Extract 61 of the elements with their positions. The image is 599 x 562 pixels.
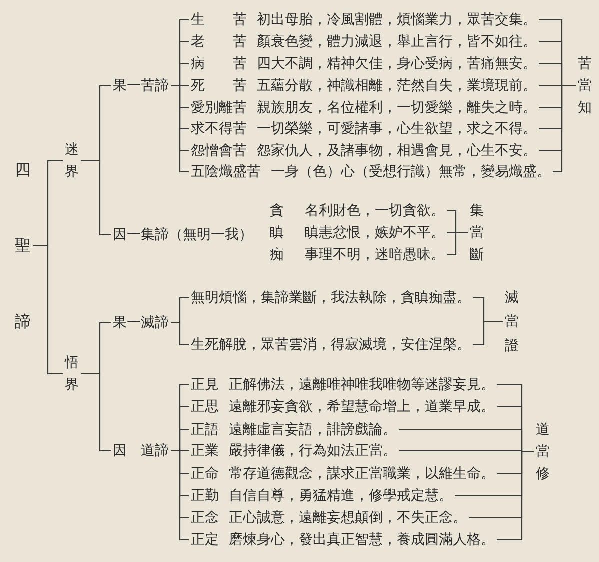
description-text: 嚴持律儀，行為如法正當。 bbox=[229, 443, 397, 459]
description-text: 初出母胎，冷風割體，煩惱業力，眾苦交集。 bbox=[257, 12, 537, 28]
description-text: 正心誠意，遠離妄想顛倒，不失正念。 bbox=[229, 510, 467, 526]
term-label: 正見 bbox=[191, 376, 219, 395]
vertical-heading-text: 苦當知 bbox=[578, 53, 592, 119]
vertical-heading-text: 悟界 bbox=[65, 352, 79, 396]
term-label: 正定 bbox=[191, 531, 219, 550]
vertical-heading-text: 集當斷 bbox=[470, 200, 484, 266]
description-text: 顏衰色變，體力減退，舉止言行，皆不如往。 bbox=[257, 34, 537, 50]
term-label: 正勤 bbox=[191, 487, 219, 506]
category-label: 因一集諦（無明一我） bbox=[113, 224, 253, 246]
term-label: 怨憎會苦 bbox=[191, 142, 247, 161]
term-label: 貪 bbox=[270, 202, 284, 221]
term-label: 求不得苦 bbox=[191, 120, 247, 139]
term-label: 正語 bbox=[191, 421, 219, 440]
bracket-line bbox=[553, 85, 576, 173]
bracket-line bbox=[81, 373, 111, 452]
term-label: 老苦 bbox=[191, 33, 247, 52]
category-label: 因 道諦 bbox=[113, 440, 169, 462]
description-text: 怨家仇人，及諸事物，相遇會見，心生不安。 bbox=[257, 143, 537, 159]
category-label: 果一苦諦 bbox=[113, 75, 169, 97]
bracket-line bbox=[447, 232, 468, 256]
vertical-heading-text: 滅當證 bbox=[505, 286, 519, 358]
term-label: 正業 bbox=[191, 442, 219, 461]
description-text: 一切榮樂，可愛諸事，心生欲望，求之不得。 bbox=[257, 121, 537, 137]
bracket-line bbox=[497, 451, 534, 541]
description-text: 磨煉身心，發出真正智慧，養成圓滿人格。 bbox=[229, 532, 495, 548]
vertical-heading-text: 迷界 bbox=[65, 139, 79, 183]
term-label: 正念 bbox=[191, 509, 219, 528]
description-text: 遠離邪妄貪欲，希望慧命增上，道業早成。 bbox=[229, 399, 495, 415]
description-text: 親族朋友，名位權利，一切愛樂，離失之時。 bbox=[257, 100, 537, 116]
bracket-line bbox=[473, 321, 503, 346]
description-text: 五蘊分散，神識相離，茫然自失，業境現前。 bbox=[257, 78, 537, 94]
term-label: 病苦 bbox=[191, 55, 247, 74]
bracket-line bbox=[171, 85, 189, 173]
vertical-heading-text: 四聖諦 bbox=[15, 132, 31, 360]
bracket-line bbox=[33, 245, 63, 375]
description-text: 事理不明，迷暗愚昧。 bbox=[305, 247, 445, 263]
description-text: 四大不調，精神欠佳，身心受病，苦痛無安。 bbox=[257, 56, 537, 72]
description-text: 瞋恚忿恨，嫉妒不平。 bbox=[305, 225, 445, 241]
vertical-heading-text: 道當修 bbox=[536, 419, 550, 485]
term-label: 生苦 bbox=[191, 11, 247, 30]
term-label: 正思 bbox=[191, 398, 219, 417]
description-text: 生死解脫，眾苦雲消，得寂滅境，安住涅槃。 bbox=[191, 334, 471, 356]
description-text: 遠離虛言妄語，誹謗戲論。 bbox=[229, 422, 397, 438]
description-text: 自信自尊，勇猛精進，修學戒定慧。 bbox=[229, 488, 453, 504]
category-label: 果一滅諦 bbox=[113, 312, 169, 334]
description-text: 正解佛法，遠離唯神唯我唯物等迷謬妄見。 bbox=[229, 377, 495, 393]
bracket-line bbox=[81, 160, 111, 236]
description-text: 無明煩惱，集諦業斷，我法執除，貪瞋痴盡。 bbox=[191, 287, 471, 309]
term-label: 死苦 bbox=[191, 77, 247, 96]
term-label: 正命 bbox=[191, 465, 219, 484]
description-text: 常存道德觀念，謀求正當職業，以維生命。 bbox=[229, 466, 495, 482]
term-label: 痴 bbox=[270, 246, 284, 265]
term-label: 愛別離苦 bbox=[191, 99, 247, 118]
bracket-line bbox=[171, 450, 189, 541]
bracket-line bbox=[171, 322, 189, 346]
term-label: 五陰熾盛苦 bbox=[191, 163, 261, 182]
description-text: 名利財色，一切貪欲。 bbox=[305, 203, 445, 219]
description-text: 一身（色）心（受想行識）無常，變易熾盛。 bbox=[271, 164, 551, 180]
term-label: 瞋 bbox=[270, 224, 284, 243]
